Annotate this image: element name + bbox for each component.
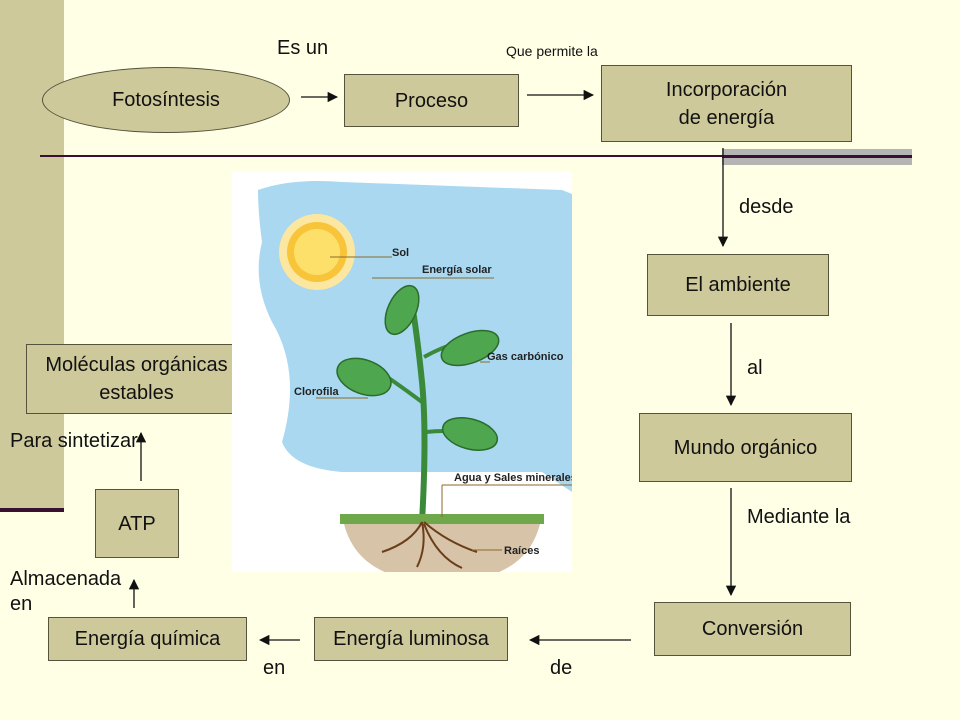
label-es-un: Es un: [277, 37, 329, 59]
label-al: al: [747, 357, 763, 379]
label-en: en: [263, 657, 286, 679]
illustration-label-gas: Gas carbónico: [487, 351, 564, 363]
label-que-permite: Que permite la: [506, 43, 598, 59]
node-mundo-organico: Mundo orgánico: [639, 413, 852, 482]
sidebar-edge: [0, 508, 64, 512]
sun-icon: [279, 214, 355, 290]
node-energia-luminosa: Energía luminosa: [314, 617, 508, 661]
node-moleculas-organicas: Moléculas orgánicas estables: [26, 344, 247, 414]
label-almacenada: Almacenada en: [10, 568, 122, 615]
node-proceso: Proceso: [344, 74, 519, 127]
label-desde: desde: [739, 196, 794, 218]
node-conversion: Conversión: [654, 602, 851, 656]
illustration-label-raices: Raíces: [504, 545, 539, 557]
header-rule: [40, 155, 912, 157]
illustration-label-sol: Sol: [392, 247, 409, 259]
node-atp: ATP: [95, 489, 179, 558]
node-ambiente: El ambiente: [647, 254, 829, 316]
label-mediante: Mediante la: [747, 506, 851, 528]
plant-illustration: Sol Energía solar Gas carbónico Clorofil…: [232, 172, 572, 572]
illustration-label-energia-solar: Energía solar: [422, 264, 492, 276]
illustration-label-agua: Agua y Sales minerales: [454, 472, 572, 484]
soil-mound: [342, 514, 542, 572]
node-incorporacion: Incorporación de energía: [601, 65, 852, 142]
node-fotosintesis: Fotosíntesis: [42, 67, 290, 133]
label-de: de: [550, 657, 573, 679]
leaf-icon: [336, 284, 500, 451]
node-energia-quimica: Energía química: [48, 617, 247, 661]
label-para-sintetizar: Para sintetizar: [10, 430, 138, 452]
illustration-label-clorofila: Clorofila: [294, 386, 339, 398]
header-rule-overlay: [722, 156, 912, 158]
